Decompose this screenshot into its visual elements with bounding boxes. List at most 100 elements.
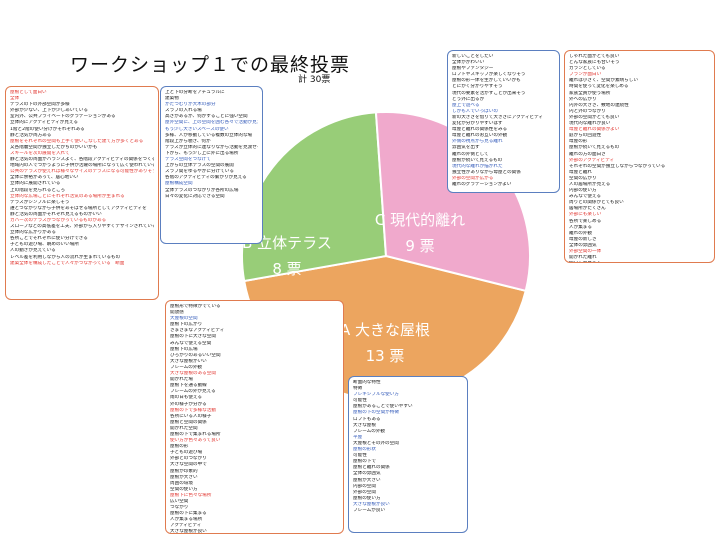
comment-line: 可能性 <box>353 453 367 459</box>
comment-line: どんな家族にも合いそう <box>569 60 620 66</box>
comment-line: 開放感 <box>170 310 184 316</box>
comment-line: どう外に出るか <box>452 96 485 102</box>
comment-line: しかも人でいっぱいの <box>452 108 498 114</box>
comments-box-left: 屋根として面白い全体テラスの下の外部空間が多様外部が少ない、上下が少しあいている… <box>5 86 159 300</box>
comment-line: 屋根形で特徴がでている <box>170 304 221 309</box>
comment-line: 静と活気が両方ある <box>10 132 52 138</box>
comment-line: 大きな屋根が良い <box>353 501 390 507</box>
comment-line: 母屋と離れの関係がよい <box>569 127 620 133</box>
comment-line: 周りとの関係がとても良い <box>569 200 624 206</box>
comment-line: 立体的な広場ごとにそれぞれ活気のある場所が生まれる <box>10 193 125 199</box>
comments-box-bottom-right: 断面的な特性特徴フレキシブルな使い方可能性屋根があることで使いやすい屋根の下の空… <box>348 376 468 533</box>
comment-line: テラスの下の外部空間が多様 <box>10 102 70 108</box>
comment-line: 全体の雰囲気 <box>353 471 381 477</box>
comment-line: 屋根の下に大きな空間 <box>170 334 216 340</box>
comment-line: 雰囲気を出す <box>452 145 480 151</box>
comment-line: 各所で楽しめる <box>569 218 602 224</box>
comments-box-bottom-middle: 屋根形で特徴がでている開放感大屋根の空間屋根下の広がりさまざまなアクティビティ屋… <box>165 300 344 534</box>
comment-line: 屋根が大きい <box>353 477 381 483</box>
comment-line: 各所ごとでそれぞれに使い分けできる <box>10 236 88 242</box>
comment-line: 上の階段を見られるところ <box>10 187 66 193</box>
slice-votes-c: 9 票 <box>405 237 434 255</box>
comment-line: かたつむりが大木の部分 <box>165 102 216 108</box>
comment-line: 開かれた場 <box>170 377 193 383</box>
comment-line: レベル差を利用しながら人の流れが生まれているもの <box>10 254 121 260</box>
comment-line: さまざまなアクティビティ <box>170 328 225 334</box>
comment-line: フレームの外が見える <box>170 389 216 395</box>
comment-line: 階段上から覗き、何か <box>165 138 211 144</box>
comment-line: 大屋根の空間 <box>170 316 198 322</box>
comment-line: 母屋と離れのお互いの外観 <box>452 133 508 139</box>
comment-line: 外部が少ない、上下が少しあいている <box>10 108 88 114</box>
comment-line: 屋根と空間の関係 <box>170 419 207 425</box>
comment-line: 大きな空間の中で <box>170 462 207 468</box>
comment-line: 屋根の下で集まれる場所 <box>170 431 221 437</box>
comment-line: 全体に余裕があって、居心地いい <box>10 175 79 181</box>
comment-line: 離れは小さく、空間が素晴らしい <box>569 78 638 84</box>
comment-line: フレキシブルな使い方 <box>353 392 399 398</box>
comment-line: スキールを次の展開を入れて <box>10 150 70 156</box>
comment-line: 独立性がありながら母屋との関係 <box>452 169 521 175</box>
comment-line: 周囲の環境 <box>170 480 193 486</box>
comment-line: 現代的な離れが描かれた <box>452 163 503 169</box>
comment-line: みんなで使える <box>569 194 602 200</box>
comment-line: ガランとしている <box>569 66 606 72</box>
comment-line: 外の様子が分かる <box>170 401 207 407</box>
comment-line: つながり <box>170 505 189 511</box>
comment-line: 使い方が色々あって良い <box>170 438 221 444</box>
comment-line: 1階と2階の使い分けがそれぞれある <box>10 126 85 132</box>
comment-line: 全体がかわいい <box>452 60 485 66</box>
comment-line: スラブの入れる場 <box>165 108 202 114</box>
comment-line: 静と活気の両面がバランスよく、各階段アクティビティの関係をつくる <box>10 157 154 163</box>
slice-votes-a: 13 票 <box>366 347 405 365</box>
comment-line: 又各階層空間が独立したかちのがいいかも <box>10 144 98 150</box>
comment-line: 大屋根とその外の空間 <box>353 440 399 446</box>
comment-line: 屋根の下に集まる <box>170 511 207 517</box>
comment-line: 屋根の下の空間が特徴 <box>353 410 399 416</box>
comment-line: 屋根構成空間 <box>165 181 193 187</box>
comment-line: とにかく分かりやすそう <box>452 84 503 90</box>
comment-line: カバー次のテラスがつながっているものがある <box>10 217 107 223</box>
comment-line: 建築物 <box>165 96 179 102</box>
comment-line: アクティビティ <box>170 523 202 529</box>
comment-line: 屋根が続いて見えるもの <box>452 157 503 163</box>
comment-line: 離れの外観 <box>569 230 592 236</box>
comment-line: 離れのグラデーションがよい <box>452 181 512 187</box>
comment-line: 外への広がり <box>569 96 597 102</box>
comment-line: 時間を使って変化を楽しめる <box>569 84 629 90</box>
comment-line: 屋根の形一体を生かしていいかも <box>452 78 521 84</box>
comment-line: 外部の空間 <box>353 489 376 495</box>
comment-line: 誰とつながりながら子供をあそばせる場所としてアクティビティを <box>10 205 147 211</box>
comment-line: 人の居場所が見える <box>569 181 611 187</box>
comment-line: もう少し大きいスペースの使い <box>165 126 229 132</box>
comment-line: 母屋の新しさ <box>569 236 597 242</box>
comment-line: 高さがあるが、何かすることに強い空間 <box>165 114 248 120</box>
comment-line: 子どもの遊び場 <box>170 450 203 456</box>
comment-line: ロフトやスキップが楽しくなりそう <box>452 72 526 78</box>
comment-line: 子どもの遊び場、眺めのいい場所 <box>10 242 79 248</box>
comment-line: 多様、人が移動している複数の立体的な場 <box>165 132 253 138</box>
comment-line: 平屋 <box>353 434 363 440</box>
comment-line: 人の動きが見えている <box>10 248 56 254</box>
comment-line: 屋根下に色々な場所 <box>170 492 212 498</box>
comment-line: 外部のアクティビティ <box>569 157 615 163</box>
comment-line: 屋根が印象的 <box>170 468 198 474</box>
comment-line: フレームが良い <box>353 507 386 513</box>
slice-votes-b: 8 票 <box>272 260 301 278</box>
comment-line: 新しいことをしたい <box>452 54 494 59</box>
comment-line: 空間の広がり <box>569 175 597 181</box>
total-votes: 計 30票 <box>298 75 331 85</box>
comment-line: 屋根やファンタジー <box>452 66 494 72</box>
comment-line: 大きな屋根のある空間 <box>170 371 216 377</box>
comment-line: 離れの外側として <box>452 151 489 157</box>
comment-line: 日々の変化に対応できる空間 <box>165 193 225 199</box>
comment-line: 空間の使い方 <box>170 486 198 492</box>
comment-line: 使い方が見える <box>569 261 710 262</box>
comment-line: 全体の雰囲気 <box>569 242 597 248</box>
comment-line: 屋上で遊べる <box>452 102 480 108</box>
comment-line: 現代的な離れが良い <box>569 121 611 127</box>
comment-line: 内外の大きさ、敷地の連続性 <box>569 102 629 108</box>
comment-line: 可能性 <box>353 398 367 404</box>
comment-line: 人が集まる <box>569 224 592 230</box>
comment-line: 外部にも楽しい <box>569 212 602 218</box>
